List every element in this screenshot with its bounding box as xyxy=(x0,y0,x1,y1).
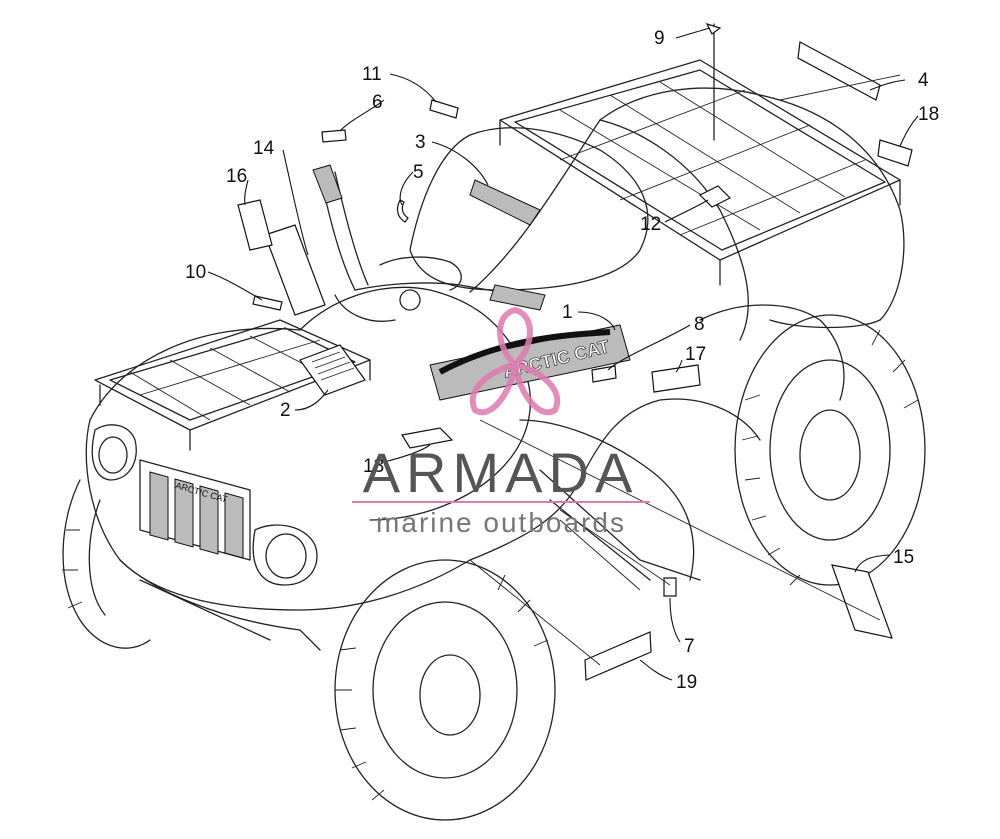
small-panel-decal xyxy=(237,199,273,251)
handlebar xyxy=(312,164,546,322)
callout-8: 8 xyxy=(694,314,705,335)
antenna-flag xyxy=(705,23,722,141)
small-tag-decal xyxy=(321,129,347,143)
callout-9: 9 xyxy=(654,28,665,49)
rack-warning-decal xyxy=(299,344,366,396)
rear-rack-square-decal xyxy=(698,185,732,208)
decals: ARCTIC CAT xyxy=(174,23,913,681)
callout-3: 3 xyxy=(415,132,426,153)
callout-7: 7 xyxy=(684,636,695,657)
callout-5: 5 xyxy=(413,162,424,183)
callout-15: 15 xyxy=(893,547,914,568)
grille-slats xyxy=(149,471,244,559)
callout-13: 13 xyxy=(363,456,384,477)
small-curved-decal xyxy=(396,199,409,223)
rear-corner-decal xyxy=(877,139,913,167)
front-left-wheel xyxy=(62,479,151,649)
callout-6: 6 xyxy=(372,92,383,113)
rear-rack xyxy=(499,59,901,286)
callout-1: 1 xyxy=(562,302,573,323)
front-right-wheel xyxy=(334,559,556,821)
callout-11: 11 xyxy=(362,64,382,85)
watermark-title: ARMADA xyxy=(362,441,639,504)
callout-10: 10 xyxy=(185,262,206,283)
atv-body xyxy=(62,59,926,821)
callout-4: 4 xyxy=(918,70,929,91)
watermark-subtitle: marine outboards xyxy=(376,507,626,538)
callout-numbers: 1 2 3 4 5 6 7 8 9 10 11 12 13 14 15 16 1… xyxy=(185,28,939,693)
tank-decal xyxy=(469,179,541,226)
small-square-decal xyxy=(663,577,677,597)
callout-19: 19 xyxy=(676,672,697,693)
leader-lines xyxy=(207,27,919,681)
callout-17: 17 xyxy=(685,344,706,365)
side-label-decal xyxy=(591,365,617,383)
long-strip-decal xyxy=(584,631,652,681)
side-rectangle-decal xyxy=(651,364,701,393)
callout-12: 12 xyxy=(640,214,661,235)
watermark-logo xyxy=(469,306,561,416)
watermark-divider xyxy=(352,501,650,503)
front-rack xyxy=(94,319,371,451)
rear-wheel xyxy=(734,314,926,586)
fender-strip-decal xyxy=(252,295,283,311)
callout-14: 14 xyxy=(253,138,275,159)
callout-16: 16 xyxy=(226,166,247,187)
rear-panel-decal xyxy=(831,564,893,639)
large-panel-decal xyxy=(264,224,326,316)
seat-strip-decal xyxy=(429,99,459,119)
rear-rack-strip-decal xyxy=(797,41,881,101)
front-panel-decal xyxy=(401,427,454,449)
callout-2: 2 xyxy=(280,400,291,421)
callout-18: 18 xyxy=(918,104,939,125)
